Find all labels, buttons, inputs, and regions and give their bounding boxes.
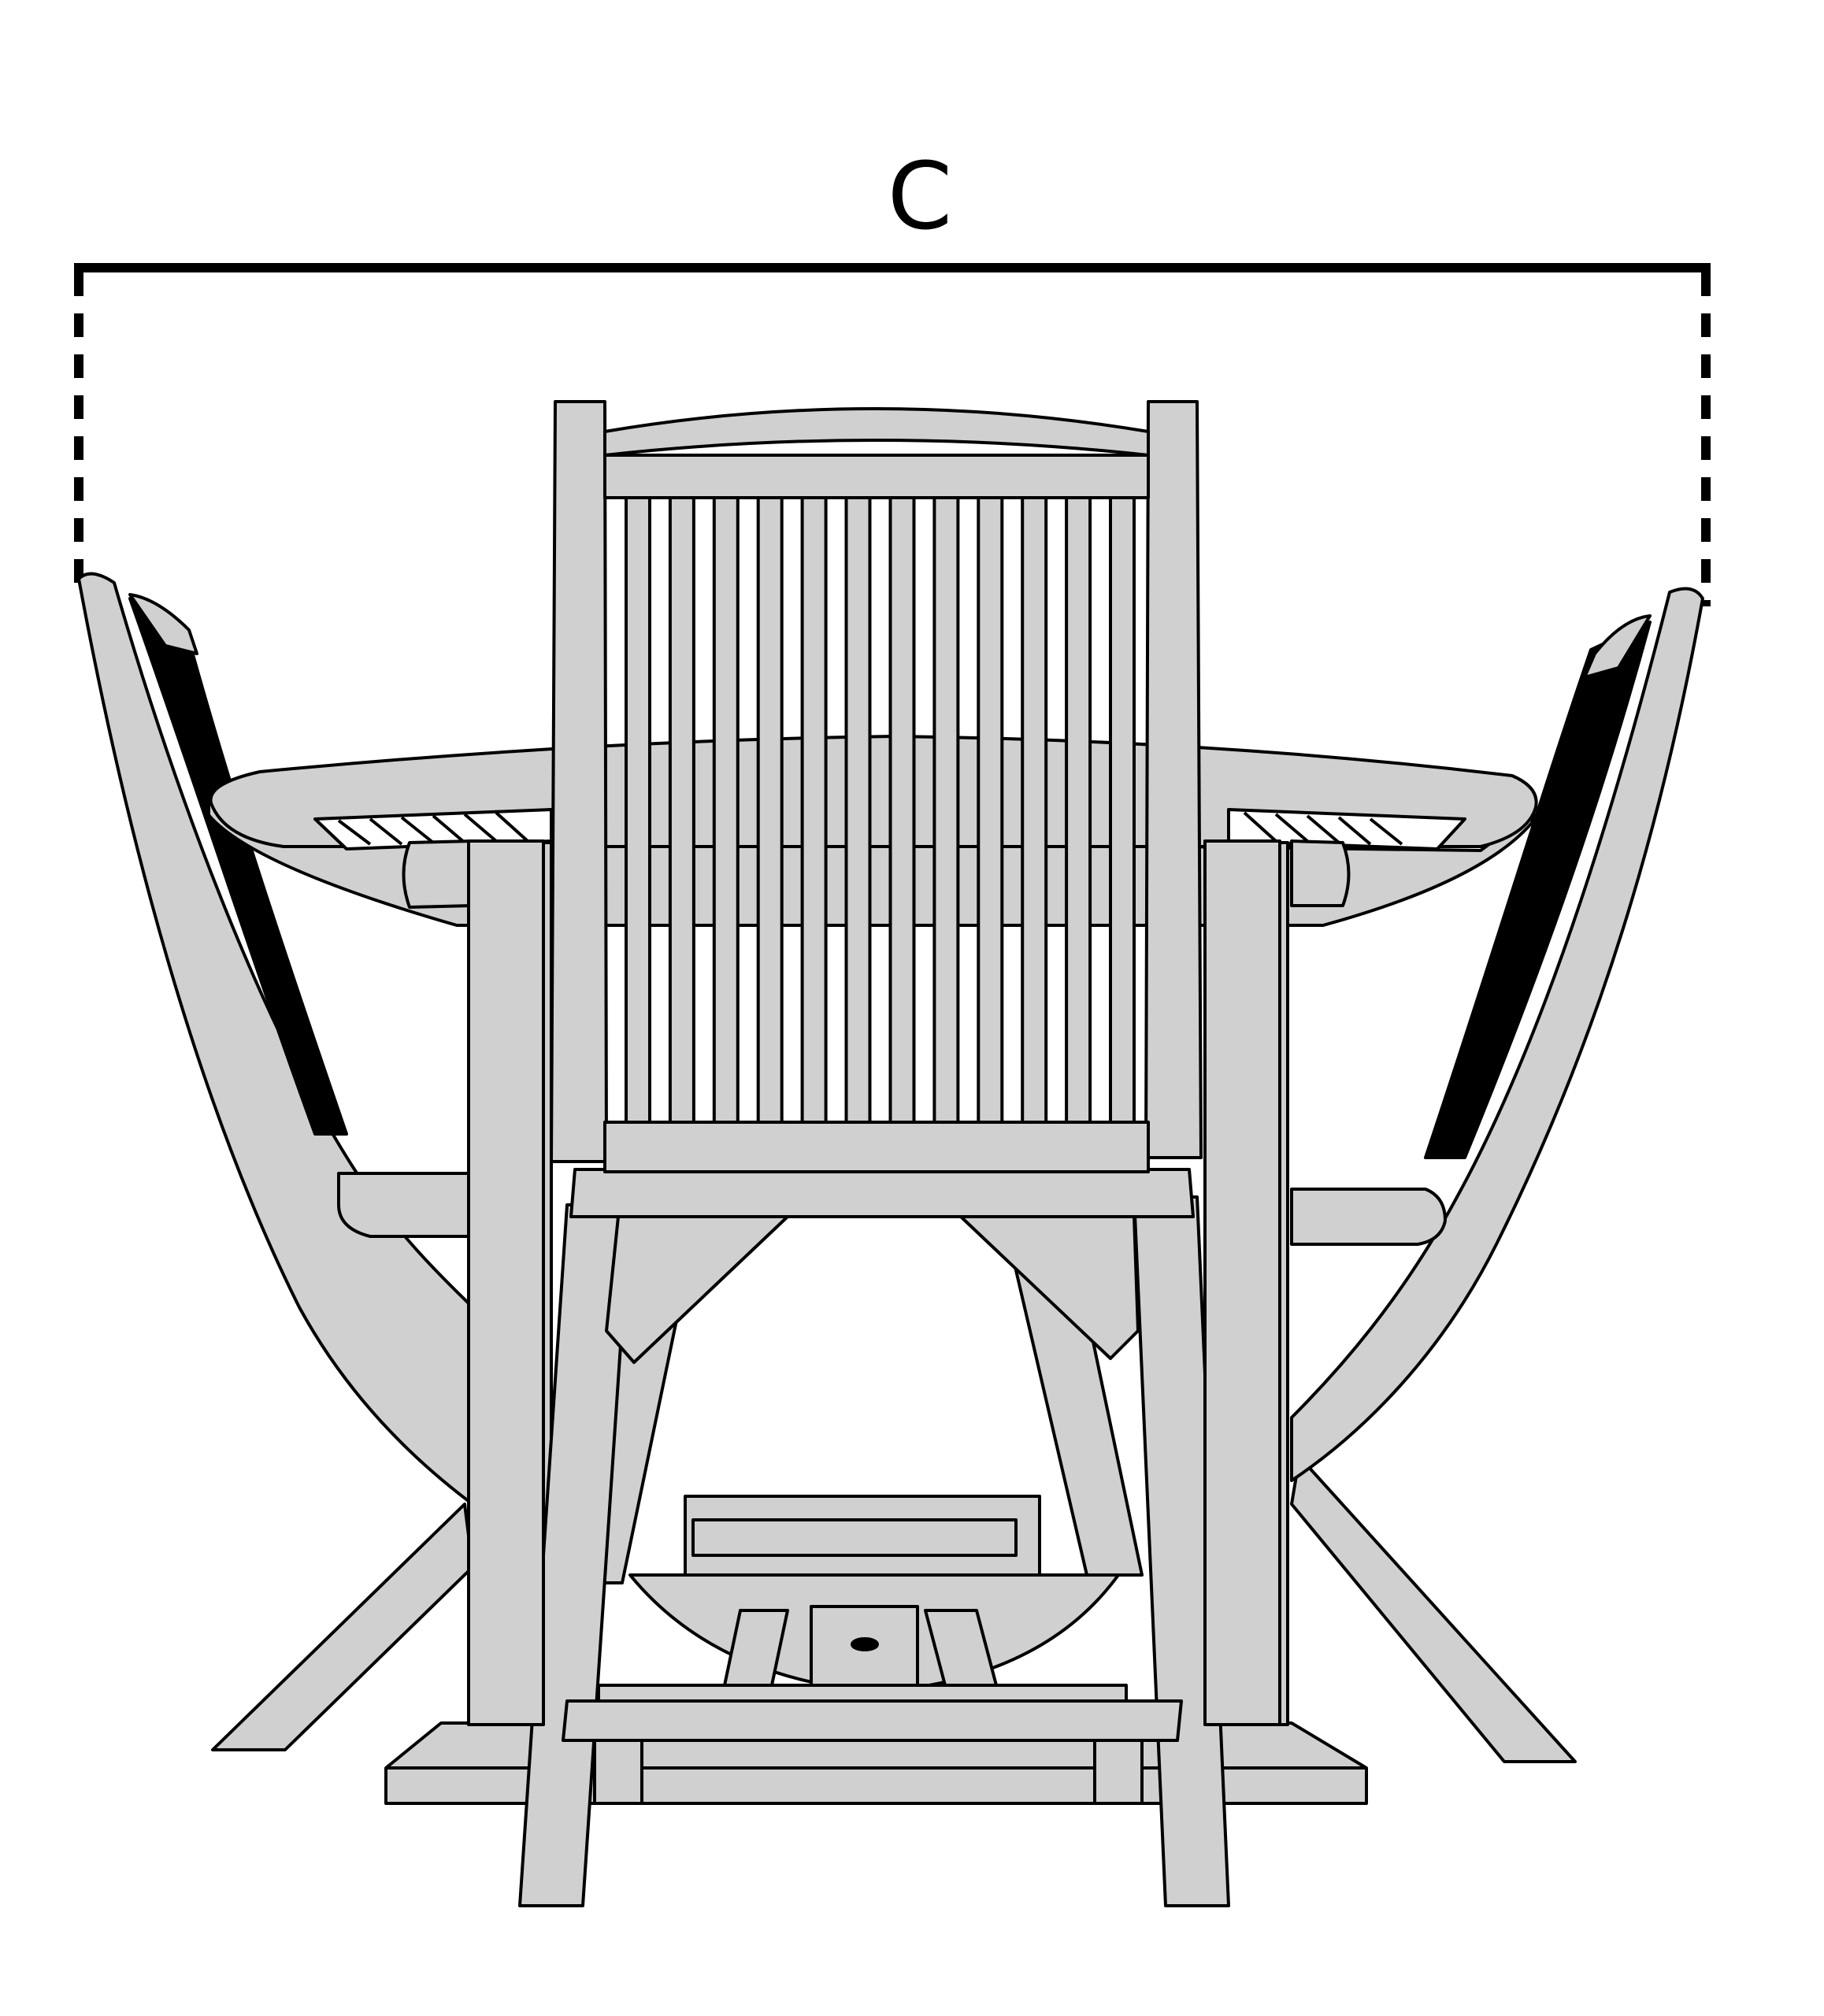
backrest-slat [1021, 496, 1048, 1124]
table-top [207, 735, 1538, 927]
backrest-slat [712, 496, 740, 1124]
dimension-label: C [887, 142, 953, 250]
backrest-slat [932, 496, 960, 1124]
backrest-slat [1065, 496, 1092, 1124]
front-chair-seat [562, 1168, 1195, 1742]
backrest-slat [800, 496, 828, 1124]
backrest-slat [977, 496, 1004, 1124]
backrest-slat [844, 496, 872, 1124]
front-chair-front-posts [467, 839, 1281, 1726]
backrest-slat [1109, 496, 1136, 1124]
front-chair-backrest [550, 400, 1203, 1173]
dimension-c [74, 263, 1711, 606]
backrest-slat [668, 496, 695, 1124]
backrest-slat [756, 496, 784, 1124]
backrest-slat [625, 496, 651, 1124]
right-side-chair [1290, 587, 1704, 1763]
backrest-slats [625, 496, 1136, 1124]
backrest-slat [888, 496, 916, 1124]
left-side-chair [77, 572, 474, 1751]
